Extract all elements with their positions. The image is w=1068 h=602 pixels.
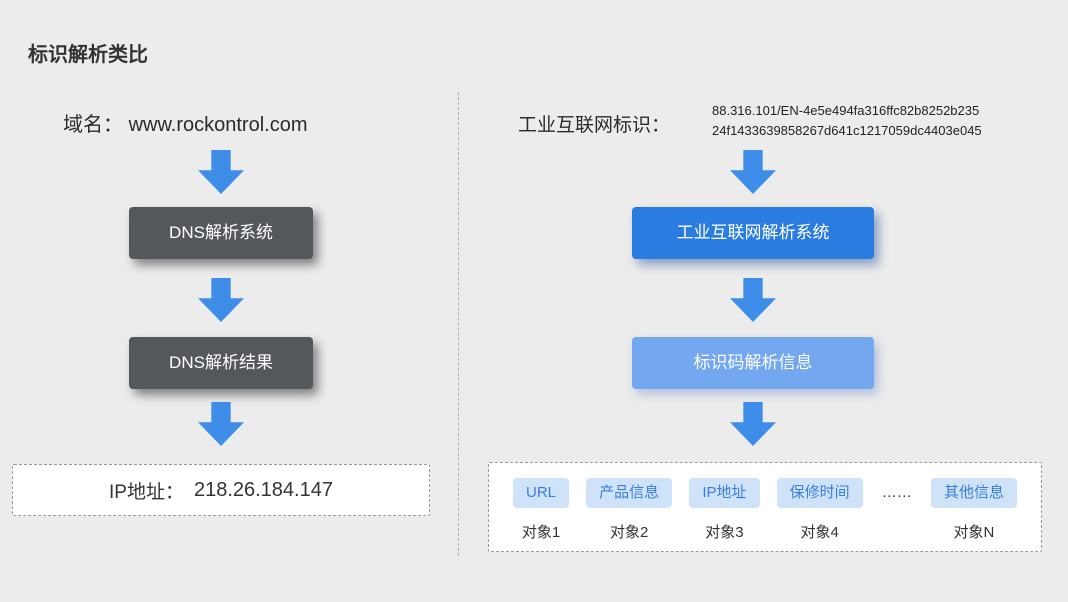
industrial-system-box: 工业互联网解析系统 bbox=[632, 207, 874, 259]
ellipsis-text: …… bbox=[881, 484, 912, 501]
down-arrow-icon bbox=[730, 150, 776, 194]
object-chip-url: URL bbox=[513, 478, 570, 508]
identifier-line2: 24f1433639858267d641c1217059dc4403e045 bbox=[712, 123, 982, 138]
down-arrow-icon bbox=[198, 150, 244, 194]
object-item: URL 对象1 bbox=[513, 478, 570, 551]
object-item: 其他信息 对象N bbox=[930, 478, 1017, 551]
object-chip-ip-address: IP地址 bbox=[689, 478, 760, 508]
dns-system-box: DNS解析系统 bbox=[129, 207, 313, 259]
object-item: …… bbox=[880, 478, 914, 551]
object-chip-other-info: 其他信息 bbox=[930, 478, 1017, 508]
ip-label: IP地址： bbox=[109, 481, 184, 503]
identifier-value: 88.316.101/EN-4e5e494fa316ffc82b8252b235… bbox=[712, 101, 982, 141]
domain-label: 域名： bbox=[63, 114, 123, 136]
down-arrow-icon bbox=[198, 402, 244, 446]
object-label: 对象N bbox=[953, 524, 995, 541]
down-arrow-icon bbox=[730, 402, 776, 446]
object-item: IP地址 对象3 bbox=[689, 478, 760, 551]
ip-result-box: IP地址： 218.26.184.147 bbox=[12, 464, 430, 516]
down-arrow-icon bbox=[198, 278, 244, 322]
identifier-objects-box: URL 对象1 产品信息 对象2 IP地址 对象3 保修时间 对象4 …… 其他… bbox=[488, 462, 1042, 552]
identifier-label: 工业互联网标识： bbox=[518, 115, 671, 136]
vertical-divider bbox=[458, 92, 459, 556]
dns-result-box: DNS解析结果 bbox=[129, 337, 313, 389]
domain-input-line: 域名： www.rockontrol.com bbox=[63, 108, 308, 137]
object-label: 对象2 bbox=[609, 524, 649, 541]
identifier-line1: 88.316.101/EN-4e5e494fa316ffc82b8252b235 bbox=[712, 103, 980, 118]
identifier-result-box: 标识码解析信息 bbox=[632, 337, 874, 389]
down-arrow-icon bbox=[730, 278, 776, 322]
page-title: 标识解析类比 bbox=[28, 44, 148, 66]
object-label: 对象1 bbox=[521, 524, 561, 541]
object-item: 产品信息 对象2 bbox=[586, 478, 673, 551]
object-chip-warranty-time: 保修时间 bbox=[776, 478, 863, 508]
object-chip-product-info: 产品信息 bbox=[586, 478, 673, 508]
object-label: 对象4 bbox=[800, 524, 839, 541]
domain-value: www.rockontrol.com bbox=[128, 114, 308, 136]
object-label: 对象3 bbox=[705, 524, 744, 541]
ip-value: 218.26.184.147 bbox=[193, 478, 333, 501]
object-item: 保修时间 对象4 bbox=[776, 478, 863, 551]
